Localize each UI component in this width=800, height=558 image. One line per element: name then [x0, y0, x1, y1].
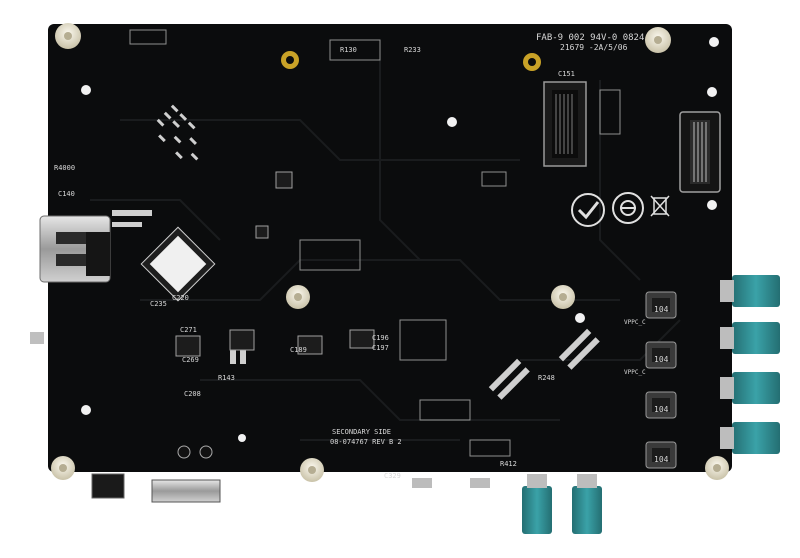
inductor-2-label: 104: [654, 355, 669, 364]
label-c269: C269: [182, 356, 199, 364]
sma-right-3: [720, 372, 780, 404]
label-c197: C197: [372, 344, 389, 352]
pcb-board: [48, 24, 732, 472]
fab-label: FAB-9 002 94V-0 0824: [536, 33, 644, 43]
label-c196: C196: [372, 334, 389, 342]
vppc-label-2: VPPC_C: [624, 369, 646, 376]
standoff-mid-right: [551, 285, 575, 309]
waste-bin-icon: [650, 195, 670, 217]
sma-connectors-right: [720, 275, 780, 454]
standoff-mid-left: [286, 285, 310, 309]
label-c189: C189: [290, 346, 307, 354]
inductor-4-label: 104: [654, 455, 669, 464]
sma-right-2: [720, 322, 780, 354]
inductors: [645, 291, 677, 469]
smd-components: [112, 29, 621, 457]
label-r412: R412: [500, 460, 517, 468]
sma-right-4: [720, 422, 780, 454]
standoff-bottom-mid: [300, 458, 324, 482]
vppc-label-1: VPPC_C: [624, 319, 646, 326]
environmental-logo-icon: [612, 192, 644, 224]
standoffs: [51, 23, 729, 482]
standoff-top-left: [55, 23, 81, 49]
label-c151: C151: [558, 70, 575, 78]
inductor-2: [645, 341, 677, 369]
label-c208: C208: [184, 390, 201, 398]
standoff-bottom-left: [51, 456, 75, 480]
high-density-connector: [679, 111, 721, 193]
side-label: SECONDARY SIDE: [332, 428, 391, 436]
mounting-holes: [81, 37, 719, 442]
inductor-3: [645, 391, 677, 419]
inductor-4: [645, 441, 677, 469]
label-r4000: R4000: [54, 164, 75, 172]
label-r143: R143: [218, 374, 235, 382]
copper-traces: [90, 60, 681, 441]
bottom-connectors: [91, 445, 490, 503]
inductor-1-label: 104: [654, 305, 669, 314]
part-number-label: 08-074767 REV B 2: [330, 438, 402, 446]
standoff-top-right: [645, 27, 671, 53]
inductor-3-label: 104: [654, 405, 669, 414]
side-switch: [30, 332, 44, 344]
label-r248: R248: [538, 374, 555, 382]
recycle-check-icon: [571, 193, 605, 227]
usb-connector: [39, 215, 111, 283]
label-c235: C235: [150, 300, 167, 308]
label-c329: C329: [384, 472, 401, 480]
inductor-1: [645, 291, 677, 319]
sma-connectors-bottom: [522, 474, 602, 534]
standoff-bottom-right: [705, 456, 729, 480]
label-c220: C220: [172, 294, 189, 302]
m2-connector: [543, 81, 587, 167]
label-c271: C271: [180, 326, 197, 334]
silkscreen-text: FAB-9 002 94V-0 0824 21679 -2A/5/06 SECO…: [54, 33, 669, 480]
rev-label: 21679 -2A/5/06: [560, 43, 628, 52]
label-r233: R233: [404, 46, 421, 54]
sma-bottom-2: [572, 474, 602, 534]
sma-bottom-1: [522, 474, 552, 534]
certification-logos: [571, 192, 670, 227]
sma-right-1: [720, 275, 780, 307]
label-c140: C140: [58, 190, 75, 198]
label-r130: R130: [340, 46, 357, 54]
main-bga-chip: [140, 226, 216, 302]
